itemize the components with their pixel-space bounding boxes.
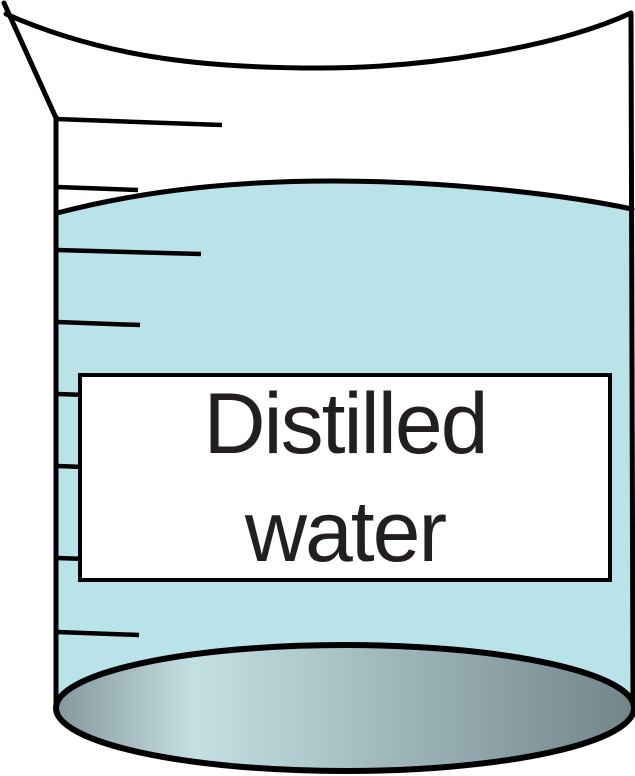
graduation-tick bbox=[56, 629, 140, 638]
graduation-tick bbox=[56, 319, 141, 328]
right-wall bbox=[628, 10, 635, 708]
spout-edge-line bbox=[1, 0, 59, 121]
water-surface-line bbox=[54, 178, 635, 216]
graduation-tick bbox=[56, 184, 139, 193]
label-text-line1: Distilled bbox=[203, 375, 488, 472]
graduation-tick bbox=[56, 247, 202, 257]
graduation-tick bbox=[55, 116, 223, 128]
rim-curve bbox=[3, 10, 634, 71]
label-box: Distilled water bbox=[78, 373, 612, 582]
beaker-bottom-ellipse bbox=[53, 642, 635, 774]
label-text-line2: water bbox=[244, 483, 447, 580]
